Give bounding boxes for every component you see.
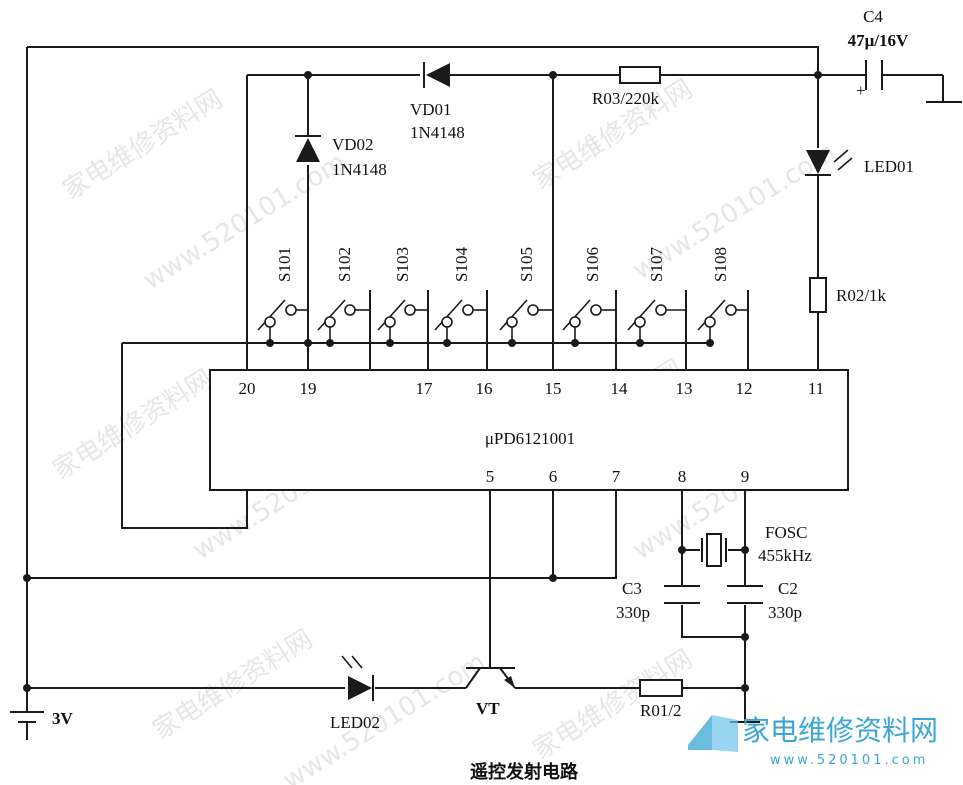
- switch-s101: S101: [257, 247, 308, 343]
- switch-s107: S107: [627, 247, 686, 343]
- led02-label: LED02: [330, 713, 380, 732]
- switch-s104: S104: [434, 247, 487, 343]
- chip-pin: 8: [678, 467, 687, 486]
- r01-label: R01/2: [640, 701, 682, 720]
- ic-chip: μPD6121001 20 19 17 16 15 14 13 12 11 5 …: [209, 369, 849, 491]
- switch-s102: S102: [317, 247, 370, 343]
- led-led01: LED01: [805, 149, 914, 176]
- vt-label: VT: [476, 699, 500, 718]
- diode-vd01: VD01 1N4148: [410, 62, 465, 142]
- chip-pin: 17: [416, 379, 434, 398]
- switch-s106: S106: [562, 247, 616, 343]
- logo-icon: [712, 715, 738, 752]
- switch-label: S106: [583, 247, 602, 282]
- logo-icon: [688, 715, 712, 750]
- site-logo: 家电维修资料网 www.520101.com: [688, 714, 938, 768]
- switch-s108: S108: [697, 247, 748, 343]
- fosc-ref: FOSC: [765, 523, 808, 542]
- led-led02: LED02: [330, 655, 380, 732]
- capacitor-c4: + C4 47μ/16V: [848, 7, 909, 100]
- watermark-text: 家电维修资料网: [48, 364, 218, 486]
- vd01-ref: VD01: [410, 100, 452, 119]
- switch-s105: S105: [499, 247, 553, 343]
- vd01-value: 1N4148: [410, 123, 465, 142]
- switch-array: S101 S102 S103 S104: [257, 247, 748, 343]
- battery-3v: 3V: [10, 709, 74, 740]
- chip-pin: 13: [676, 379, 693, 398]
- capacitor-c3: C3 330p: [616, 579, 700, 622]
- c3-value: 330p: [616, 603, 650, 622]
- chip-pin: 7: [612, 467, 621, 486]
- switch-label: S108: [711, 247, 730, 282]
- r03-label: R03/220k: [592, 89, 660, 108]
- switch-label: S101: [275, 247, 294, 282]
- chip-pin: 16: [476, 379, 493, 398]
- switch-label: S102: [335, 247, 354, 282]
- fosc-value: 455kHz: [758, 546, 812, 565]
- resistor-r02: R02/1k: [809, 277, 887, 313]
- switch-label: S105: [517, 247, 536, 282]
- watermark-text: 家电维修资料网: [148, 624, 318, 746]
- c4-value: 47μ/16V: [848, 31, 909, 50]
- c3-ref: C3: [622, 579, 642, 598]
- chip-pin: 11: [808, 379, 824, 398]
- watermark-url: www.520101.com: [278, 647, 491, 785]
- switch-label: S107: [647, 247, 666, 282]
- switch-s103: S103: [377, 247, 428, 343]
- resistor-r01: R01/2: [639, 679, 683, 720]
- chip-body: [209, 369, 849, 491]
- c4-polarity: +: [856, 81, 866, 100]
- logo-text: 家电维修资料网: [742, 714, 938, 747]
- led01-label: LED01: [864, 157, 914, 176]
- switch-label: S103: [393, 247, 412, 282]
- logo-url: www.520101.com: [770, 753, 928, 768]
- chip-pin: 15: [545, 379, 562, 398]
- vd02-value: 1N4148: [332, 160, 387, 179]
- c4-ref: C4: [863, 7, 883, 26]
- chip-pin: 9: [741, 467, 750, 486]
- r02-label: R02/1k: [836, 286, 887, 305]
- chip-pin: 20: [239, 379, 256, 398]
- chip-pin: 14: [611, 379, 629, 398]
- resistor-r03: R03/220k: [592, 66, 661, 108]
- c2-value: 330p: [768, 603, 802, 622]
- diode-vd02: VD02 1N4148: [295, 135, 387, 179]
- crystal-fosc: FOSC 455kHz: [701, 523, 812, 567]
- watermark-url: www.520101.com: [138, 147, 351, 296]
- chip-pin: 6: [549, 467, 558, 486]
- diagram-title: 遥控发射电路: [470, 761, 579, 782]
- vd02-ref: VD02: [332, 135, 374, 154]
- chip-name: μPD6121001: [485, 429, 575, 448]
- battery-label: 3V: [52, 709, 74, 728]
- watermark-text: 家电维修资料网: [58, 84, 228, 206]
- chip-pin: 5: [486, 467, 495, 486]
- chip-pin: 12: [736, 379, 753, 398]
- c2-ref: C2: [778, 579, 798, 598]
- capacitor-c2: C2 330p: [727, 579, 802, 622]
- chip-pin: 19: [300, 379, 317, 398]
- switch-label: S104: [452, 247, 471, 282]
- wiring: [26, 46, 962, 723]
- transistor-vt: VT: [465, 667, 516, 718]
